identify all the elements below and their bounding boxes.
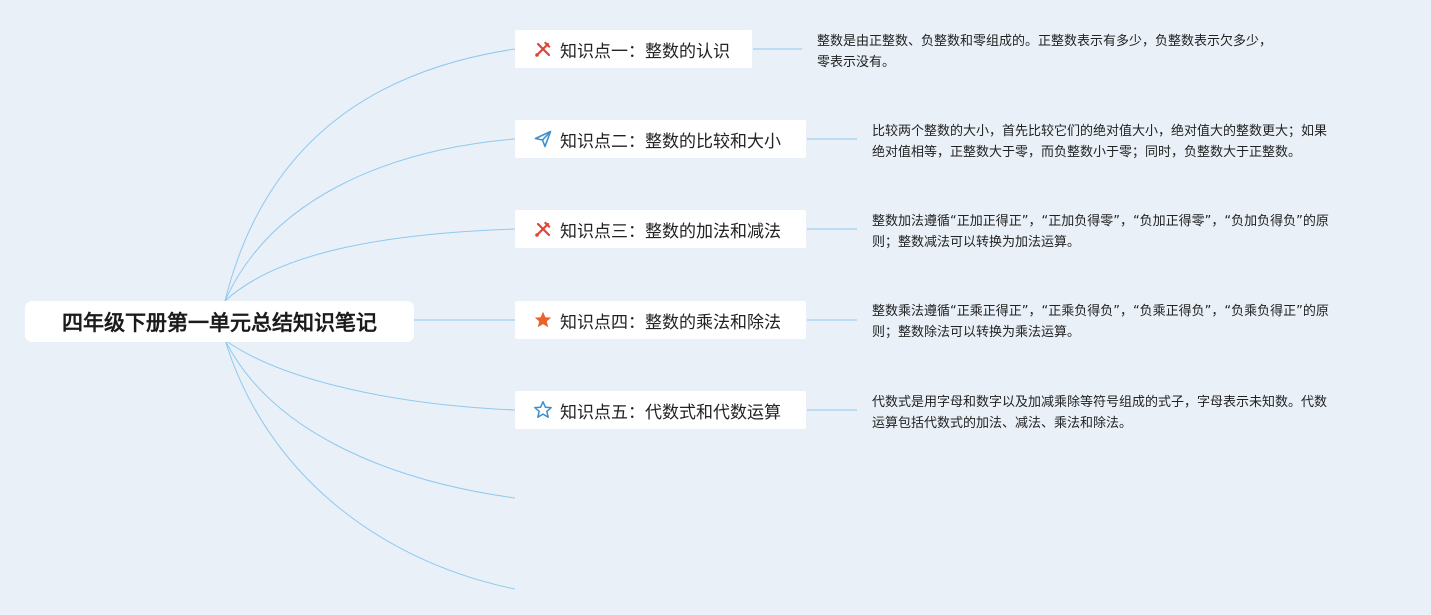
topic-4[interactable]: 知识点四：整数的乘法和除法 — [515, 301, 806, 339]
note-line: 整数乘法遵循“正乘正得正”，“正乘负得负”，“负乘正得负”，“负乘负得正”的原 — [872, 304, 1329, 319]
connector-root-empty-1 — [224, 339, 516, 499]
topic-5[interactable]: 知识点五：代数式和代数运算 — [515, 391, 806, 429]
connector-root-topic-1 — [224, 48, 516, 302]
star-outline-icon — [532, 399, 554, 421]
note-line: 运算包括代数式的加法、减法、乘法和除法。 — [872, 416, 1133, 431]
note-line: 比较两个整数的大小，首先比较它们的绝对值大小，绝对值大的整数更大；如果 — [872, 124, 1328, 139]
note-line: 则；整数减法可以转换为加法运算。 — [872, 235, 1081, 250]
topic-3-label: 知识点三：整数的加法和减法 — [560, 221, 781, 242]
note-line: 整数是由正整数、负整数和零组成的。正整数表示有多少，负整数表示欠多少， — [817, 34, 1273, 49]
topic-4-note: 整数乘法遵循“正乘正得正”，“正乘负得负”，“负乘正得负”，“负乘负得正”的原 … — [872, 301, 1329, 343]
topic-5-label: 知识点五：代数式和代数运算 — [560, 402, 781, 423]
star-filled-icon — [532, 309, 554, 331]
topic-3[interactable]: 知识点三：整数的加法和减法 — [515, 210, 806, 248]
connector-root-topic-3 — [224, 228, 516, 302]
topic-1[interactable]: 知识点一：整数的认识 — [515, 30, 752, 68]
tools-icon — [532, 218, 554, 240]
topic-3-note: 整数加法遵循“正加正得正”，“正加负得零”，“负加正得零”，“负加负得负”的原 … — [872, 211, 1329, 253]
topic-1-label: 知识点一：整数的认识 — [560, 41, 730, 62]
topic-2-note: 比较两个整数的大小，首先比较它们的绝对值大小，绝对值大的整数更大；如果 绝对值相… — [872, 121, 1327, 163]
connector-root-topic-5 — [224, 339, 516, 411]
topic-2[interactable]: 知识点二：整数的比较和大小 — [515, 120, 806, 158]
connector-root-empty-2 — [224, 339, 516, 590]
note-line: 整数加法遵循“正加正得正”，“正加负得零”，“负加正得零”，“负加负得负”的原 — [872, 214, 1329, 229]
connector-root-topic-2 — [224, 138, 516, 302]
note-line: 零表示没有。 — [817, 55, 896, 70]
note-line: 则；整数除法可以转换为乘法运算。 — [872, 325, 1081, 340]
note-line: 绝对值相等，正整数大于零，而负整数小于零；同时，负整数大于正整数。 — [872, 145, 1302, 160]
topic-1-note: 整数是由正整数、负整数和零组成的。正整数表示有多少，负整数表示欠多少， 零表示没… — [817, 31, 1272, 73]
topic-2-label: 知识点二：整数的比较和大小 — [560, 131, 781, 152]
note-line: 代数式是用字母和数字以及加减乘除等符号组成的式子，字母表示未知数。代数 — [872, 395, 1328, 410]
paper-plane-icon — [532, 128, 554, 150]
central-topic[interactable]: 四年级下册第一单元总结知识笔记 — [25, 301, 414, 342]
central-topic-title: 四年级下册第一单元总结知识笔记 — [62, 310, 377, 335]
topic-4-label: 知识点四：整数的乘法和除法 — [560, 312, 781, 333]
topic-5-note: 代数式是用字母和数字以及加减乘除等符号组成的式子，字母表示未知数。代数 运算包括… — [872, 392, 1327, 434]
tools-icon — [532, 38, 554, 60]
